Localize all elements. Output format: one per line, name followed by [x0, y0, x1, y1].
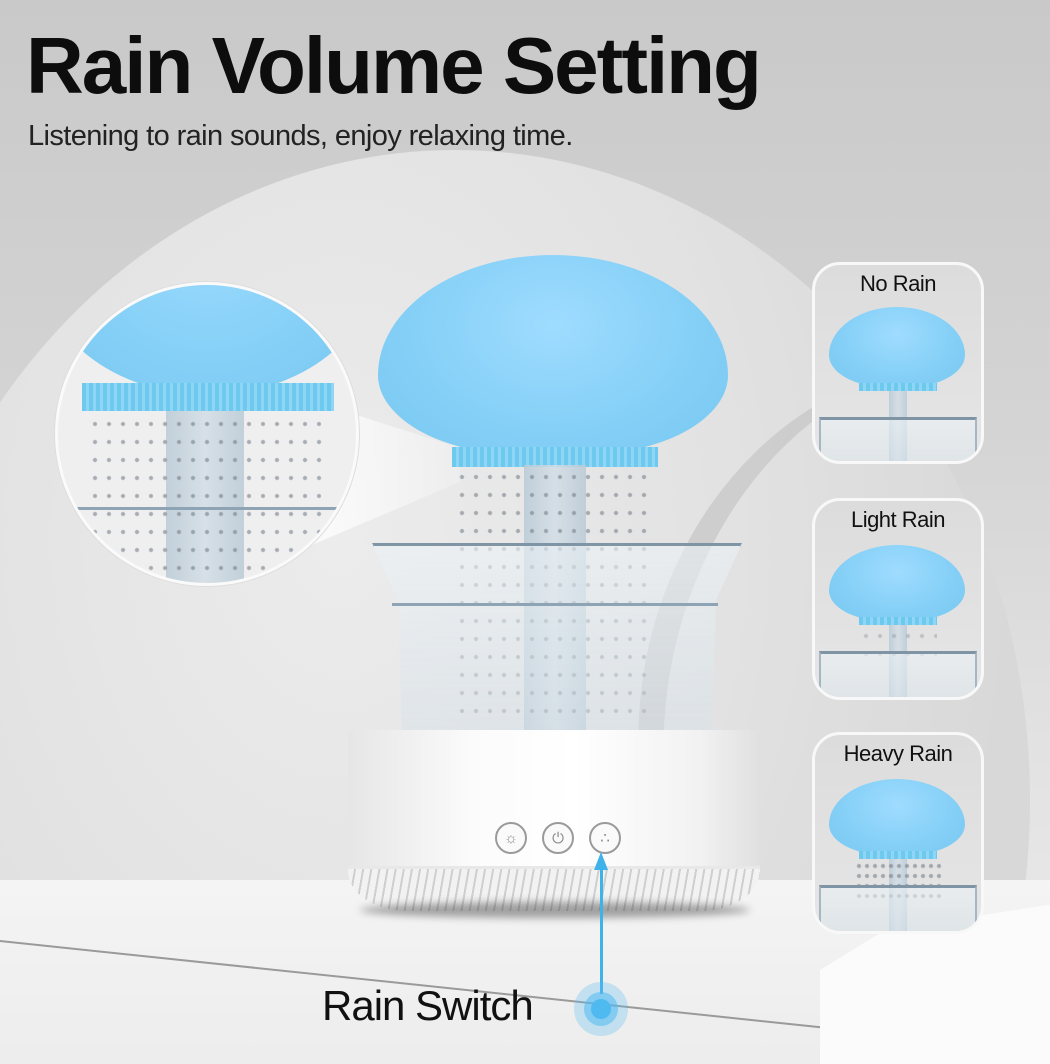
mini-fringe — [859, 617, 937, 625]
magnified-waterline — [58, 507, 356, 510]
mode-label: Light Rain — [850, 507, 946, 532]
mini-cloud — [829, 307, 965, 387]
water-level-line — [392, 603, 718, 606]
mode-card-light-rain[interactable]: Light Rain — [812, 498, 984, 700]
raindrops-icon: ∴ — [600, 830, 610, 847]
device-base — [348, 730, 760, 880]
mini-tank — [819, 651, 977, 697]
light-button[interactable]: ☼ — [495, 822, 527, 854]
mini-fringe — [859, 383, 937, 391]
mini-cloud — [829, 545, 965, 621]
power-icon: ⏻ — [552, 829, 564, 847]
mode-card-no-rain[interactable]: No Rain — [812, 262, 984, 464]
magnified-cloud — [58, 285, 356, 395]
magnified-raindrops — [88, 415, 328, 575]
cloud-lamp — [378, 255, 728, 455]
callout-arrow-head-icon — [594, 852, 608, 870]
mode-label: Heavy Rain — [843, 741, 953, 766]
magnified-fringe — [82, 383, 334, 411]
page-title: Rain Volume Setting — [26, 21, 762, 110]
speaker-grille — [348, 866, 760, 911]
callout-arrow-line — [600, 866, 603, 994]
mode-label: No Rain — [860, 271, 936, 296]
mode-card-heavy-rain[interactable]: Heavy Rain — [812, 732, 984, 934]
mini-fringe — [859, 851, 937, 859]
mini-cloud — [829, 779, 965, 855]
mini-tank — [819, 885, 977, 931]
device-shadow — [360, 902, 750, 918]
callout-dot-center — [591, 999, 611, 1019]
mini-tank — [819, 417, 977, 461]
magnified-detail — [55, 282, 359, 586]
power-button[interactable]: ⏻ — [542, 822, 574, 854]
rain-switch-label: Rain Switch — [322, 982, 534, 1029]
page-subtitle: Listening to rain sounds, enjoy relaxing… — [28, 120, 573, 152]
sun-icon: ☼ — [504, 829, 518, 847]
cloud-fringe — [452, 447, 658, 467]
rain-switch-button[interactable]: ∴ — [589, 822, 621, 854]
water-tank — [372, 543, 742, 734]
